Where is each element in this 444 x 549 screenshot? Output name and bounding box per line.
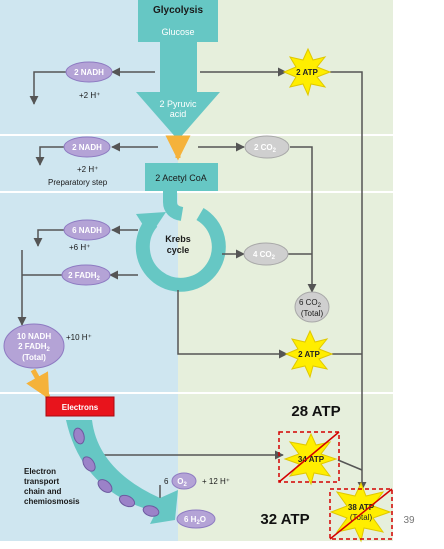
krebs-label-1: Krebs	[165, 234, 191, 244]
etc-atp-strike	[278, 431, 340, 483]
slide-number: 39	[403, 515, 415, 526]
o2-sub: 2	[183, 482, 187, 488]
preparatory-step-label: Preparatory step	[48, 178, 108, 187]
o2-coefficient: 6	[164, 477, 169, 486]
etc-carrier-3	[97, 479, 113, 493]
glycolysis-h-label: +2 H⁺	[79, 91, 100, 100]
water-tail: O	[200, 515, 206, 524]
total-nadh-line3: (Total)	[22, 353, 46, 362]
co2-total-sub: 2	[318, 303, 322, 309]
co2-total-main: 6 CO	[299, 298, 318, 307]
water-main: 6 H	[184, 515, 197, 524]
co2-prep-oval	[244, 135, 290, 159]
total-nadh-line2: 2 FADH2	[18, 342, 50, 353]
krebs-nadh-label: 6 NADH	[72, 226, 102, 235]
co2-krebs-sub: 2	[272, 255, 276, 261]
atp-etc-collector	[337, 459, 363, 471]
etc-label-2: transport	[24, 477, 59, 486]
total-atp-correction-box	[329, 488, 393, 540]
total-h-label: +10 H⁺	[66, 333, 92, 342]
krebs-fadh2-main: 2 FADH	[68, 271, 97, 280]
etc-label-3: chain and	[24, 487, 61, 496]
electrons-label: Electrons	[62, 403, 99, 412]
total-fadh2-main: 2 FADH	[18, 342, 47, 351]
krebs-cycle-arrowhead	[136, 212, 166, 236]
etc-carrier-2	[82, 456, 96, 472]
atp-total-line1: 38 ATP	[348, 503, 375, 512]
glycolysis-nadh-label: 2 NADH	[74, 68, 104, 77]
electrons-orange-arrow	[26, 368, 51, 400]
atp-krebs-label: 2 ATP	[298, 350, 320, 359]
etc-h-label: + 12 H⁺	[202, 477, 230, 486]
o2-oval	[171, 472, 197, 490]
krebs-nadh-oval	[63, 219, 111, 241]
co2-prep-sub: 2	[273, 148, 277, 154]
prep-nadh-label: 2 NADH	[72, 143, 102, 152]
total-nadh-oval	[3, 323, 65, 369]
o2-label: O2	[177, 477, 187, 488]
atp-glycolysis-collector	[330, 71, 367, 491]
total-nadh-line1: 10 NADH	[17, 332, 51, 341]
krebs-fadh2-oval	[61, 264, 111, 286]
co2-krebs-oval	[243, 242, 289, 266]
etc-carrier-1	[73, 427, 85, 445]
glycolysis-title: Glycolysis	[153, 5, 203, 16]
water-oval	[176, 509, 216, 529]
prep-nadh-bracket	[35, 146, 64, 166]
acetyl-coa-box	[145, 163, 218, 191]
electrons-box	[45, 396, 115, 417]
co2-krebs-main: 4 CO	[253, 250, 272, 259]
water-label: 6 H2O	[184, 515, 206, 526]
co2-total-line1: 6 CO2	[299, 298, 322, 309]
pyruvic-acid-label-2: acid	[170, 109, 187, 119]
co2-total-line2: (Total)	[301, 309, 324, 318]
atp-total-line2: (Total)	[350, 513, 373, 522]
glycolysis-nadh-oval	[65, 61, 113, 83]
total-atp-strike	[329, 488, 393, 540]
krebs-fadh2-label: 2 FADH2	[68, 271, 100, 282]
atp-krebs-star	[284, 329, 334, 379]
pyruvic-acid-funnel	[136, 42, 220, 140]
glycolysis-header	[138, 0, 218, 42]
atp-etc-label: 34 ATP	[298, 455, 325, 464]
krebs-feed-connector	[163, 191, 184, 221]
co2-prep-label: 2 CO2	[254, 143, 277, 154]
prep-nadh-oval	[63, 136, 111, 158]
krebs-label-2: cycle	[167, 245, 190, 255]
total-fadh2-sub: 2	[47, 347, 51, 353]
co2-total-oval	[294, 291, 330, 323]
etc-carrier-4	[118, 494, 136, 508]
o2-main: O	[177, 477, 183, 486]
glycolysis-nadh-bracket	[29, 71, 68, 105]
krebs-h-label: +6 H⁺	[69, 243, 90, 252]
water-sub: 2	[196, 520, 200, 526]
acetyl-coa-label: 2 Acetyl CoA	[155, 173, 207, 183]
glucose-label: Glucose	[161, 27, 194, 37]
krebs-fadh2-sub: 2	[97, 276, 101, 282]
etc-label-1: Electron	[24, 467, 56, 476]
etc-band	[66, 420, 178, 524]
krebs-cycle-ring	[135, 207, 226, 292]
prep-h-label: +2 H⁺	[77, 165, 98, 174]
pyruvic-acid-label-1: 2 Pyruvic	[159, 99, 197, 109]
co2-prep-main: 2 CO	[254, 143, 273, 152]
etc-atp-correction-box	[278, 431, 340, 483]
atp-glycolysis-star	[282, 47, 332, 97]
atp-etc-star	[283, 432, 338, 486]
atp-glycolysis-label: 2 ATP	[296, 68, 318, 77]
etc-label-4: chemiosmosis	[24, 497, 80, 506]
krebs-to-atp-path	[177, 290, 288, 359]
co2-prep-collector	[290, 146, 317, 293]
corrected-total-atp: 32 ATP	[260, 511, 309, 528]
krebs-nadh-bracket	[33, 229, 64, 247]
corrected-etc-atp: 28 ATP	[291, 403, 340, 420]
co2-krebs-label: 4 CO2	[253, 250, 276, 261]
etc-carrier-5	[142, 505, 160, 517]
